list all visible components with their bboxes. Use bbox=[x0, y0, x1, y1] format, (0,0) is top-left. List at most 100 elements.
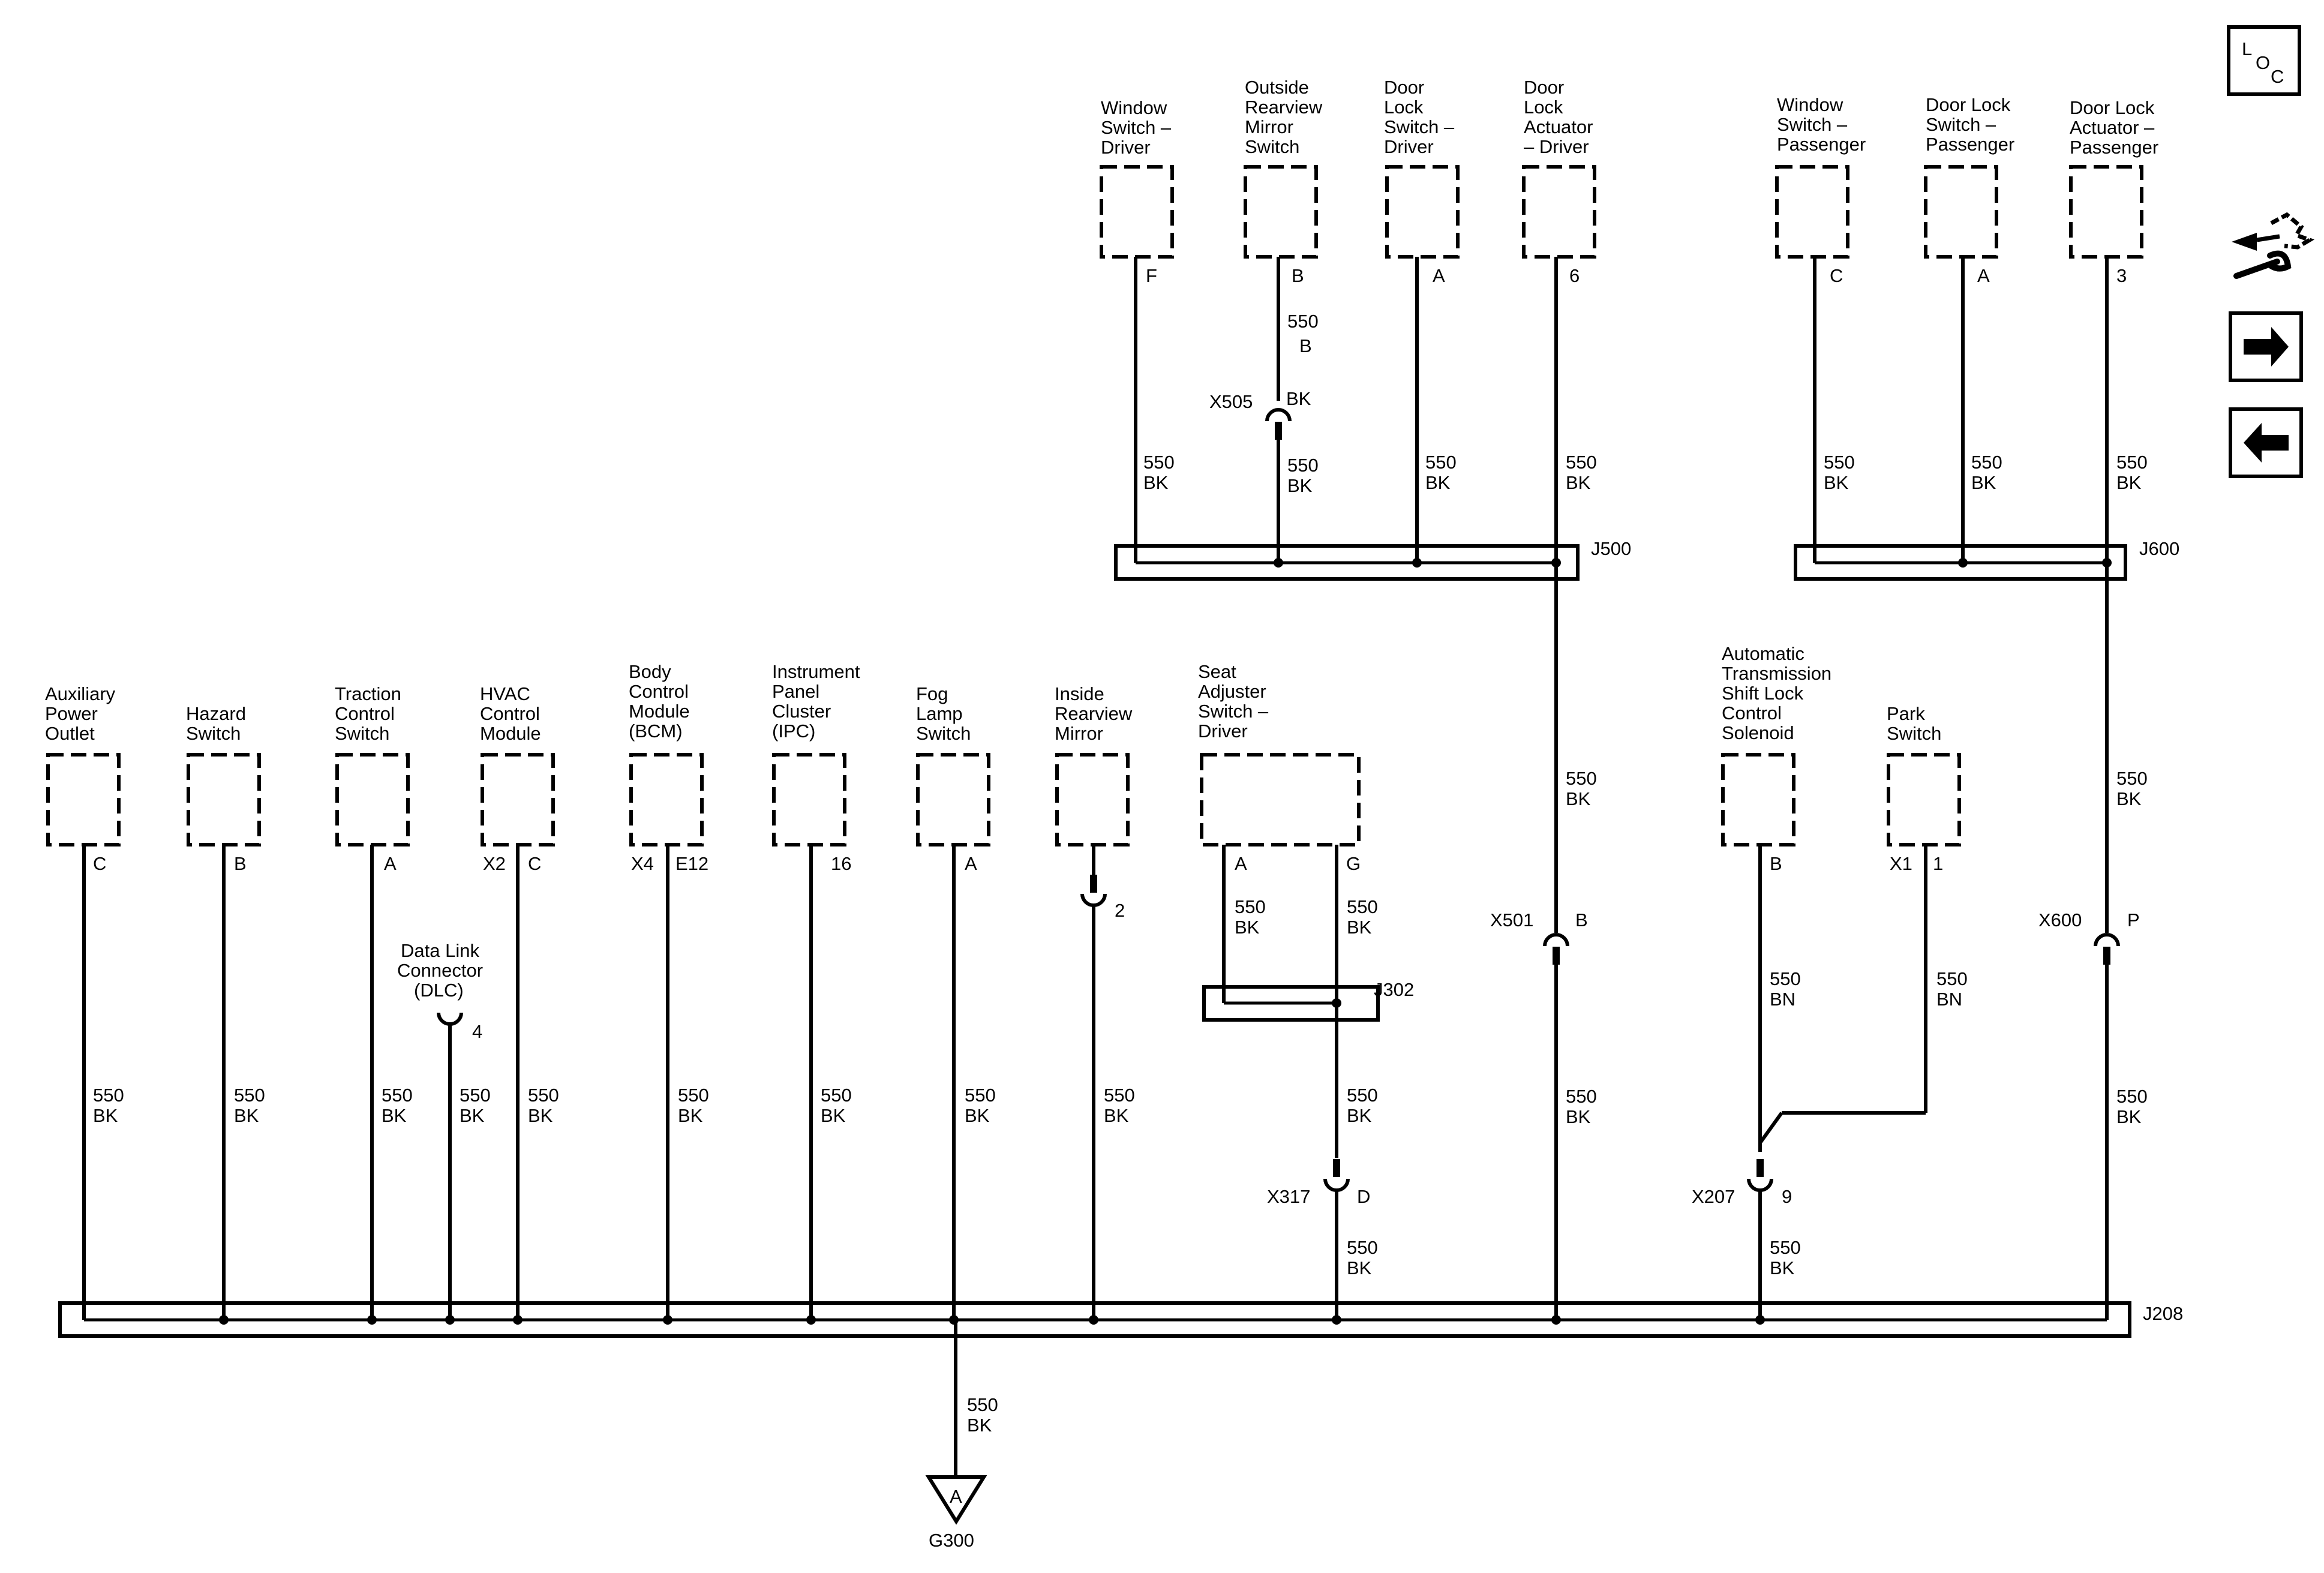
pin-label: B bbox=[1292, 265, 1304, 286]
svg-text:Switch –: Switch – bbox=[1198, 701, 1269, 722]
svg-text:X600: X600 bbox=[2038, 909, 2082, 930]
svg-text:BK: BK bbox=[2116, 472, 2142, 493]
svg-text:Panel: Panel bbox=[772, 681, 819, 702]
svg-text:Switch: Switch bbox=[186, 723, 241, 744]
component-body-control-module: Body Control Module (BCM) X4 E12 bbox=[629, 661, 708, 874]
svg-text:D: D bbox=[1357, 1186, 1370, 1207]
svg-text:Switch –: Switch – bbox=[1384, 116, 1455, 137]
svg-text:550: 550 bbox=[678, 1085, 709, 1106]
arrow-right-icon[interactable] bbox=[2229, 311, 2303, 382]
arrow-left-icon[interactable] bbox=[2229, 407, 2303, 478]
svg-text:Door: Door bbox=[1524, 77, 1564, 98]
svg-text:16: 16 bbox=[831, 853, 851, 874]
svg-text:BK: BK bbox=[460, 1105, 485, 1126]
svg-text:BK: BK bbox=[1425, 472, 1451, 493]
svg-text:A: A bbox=[1235, 853, 1247, 874]
pin-label: F bbox=[1146, 265, 1157, 286]
svg-text:550: 550 bbox=[528, 1085, 559, 1106]
svg-text:Inside: Inside bbox=[1055, 683, 1104, 704]
svg-text:BK: BK bbox=[1824, 472, 1849, 493]
component-hvac-control-module: HVAC Control Module X2 C bbox=[480, 683, 555, 874]
svg-text:P: P bbox=[2127, 909, 2140, 930]
svg-text:550: 550 bbox=[965, 1085, 996, 1106]
svg-text:BK: BK bbox=[967, 1415, 992, 1436]
svg-text:Data Link: Data Link bbox=[401, 940, 479, 961]
splice-j208: J208 bbox=[58, 1301, 2183, 1338]
svg-text:550: 550 bbox=[1770, 968, 1801, 989]
component-door-lock-actuator-driver: Door Lock Actuator – Driver 6 bbox=[1522, 77, 1596, 286]
svg-text:Control: Control bbox=[480, 703, 540, 724]
svg-text:Driver: Driver bbox=[1384, 136, 1434, 157]
svg-text:BK: BK bbox=[1104, 1105, 1129, 1126]
svg-text:BK: BK bbox=[1566, 788, 1591, 809]
svg-text:Outlet: Outlet bbox=[45, 723, 95, 744]
svg-text:J500: J500 bbox=[1591, 538, 1631, 559]
hand-wrench-icon[interactable] bbox=[2232, 212, 2315, 279]
svg-text:550: 550 bbox=[2116, 768, 2148, 789]
svg-text:Traction: Traction bbox=[335, 683, 401, 704]
svg-text:Lock: Lock bbox=[1384, 97, 1424, 118]
component-door-lock-actuator-passenger: Door Lock Actuator – Passenger 3 bbox=[2069, 97, 2158, 286]
svg-text:BK: BK bbox=[821, 1105, 846, 1126]
svg-text:Switch –: Switch – bbox=[1777, 114, 1848, 135]
svg-text:Switch –: Switch – bbox=[1101, 117, 1172, 138]
ground-g300: 550 BK A G300 bbox=[925, 1320, 998, 1551]
component-auxiliary-power-outlet: Auxiliary Power Outlet C bbox=[45, 683, 121, 874]
svg-text:Control: Control bbox=[335, 703, 395, 724]
svg-text:BK: BK bbox=[2116, 788, 2142, 809]
svg-text:Control: Control bbox=[1722, 703, 1782, 724]
splice-j600: J600 bbox=[1794, 538, 2179, 581]
svg-text:2: 2 bbox=[1115, 900, 1125, 921]
svg-text:G300: G300 bbox=[929, 1530, 974, 1551]
component-automatic-transmission-shift-lock-control-solenoid: Automatic Transmission Shift Lock Contro… bbox=[1721, 643, 1831, 874]
svg-text:BK: BK bbox=[2116, 1106, 2142, 1127]
bottom-wires bbox=[82, 845, 1927, 1320]
component-seat-adjuster-switch-driver: Seat Adjuster Switch – Driver A G bbox=[1198, 661, 1361, 874]
svg-text:Park: Park bbox=[1887, 703, 1925, 724]
svg-text:550: 550 bbox=[1287, 455, 1319, 476]
svg-text:BK: BK bbox=[678, 1105, 703, 1126]
svg-text:B: B bbox=[1299, 335, 1312, 356]
pin-label: A bbox=[1977, 265, 1990, 286]
svg-text:550: 550 bbox=[1971, 452, 2002, 473]
svg-text:Door: Door bbox=[1384, 77, 1424, 98]
svg-text:BN: BN bbox=[1936, 989, 1962, 1010]
svg-text:BK: BK bbox=[1347, 917, 1372, 938]
pin-label: A bbox=[1433, 265, 1445, 286]
svg-text:550: 550 bbox=[382, 1085, 413, 1106]
svg-text:Passenger: Passenger bbox=[2070, 137, 2158, 158]
svg-text:BK: BK bbox=[234, 1105, 259, 1126]
svg-text:Driver: Driver bbox=[1101, 137, 1151, 158]
bottom-wire-labels: 550 BK 550 BK 550 BK 550 BK 550 BK 550 B… bbox=[93, 896, 1968, 1278]
component-window-switch-passenger: Window Switch – Passenger C bbox=[1775, 94, 1866, 286]
svg-text:550: 550 bbox=[93, 1085, 124, 1106]
svg-text:550: 550 bbox=[234, 1085, 265, 1106]
svg-text:550: 550 bbox=[1566, 452, 1597, 473]
svg-text:550: 550 bbox=[1287, 311, 1319, 332]
svg-text:BK: BK bbox=[528, 1105, 553, 1126]
svg-text:J302: J302 bbox=[1374, 979, 1414, 1000]
svg-text:B: B bbox=[1770, 853, 1782, 874]
svg-text:550: 550 bbox=[460, 1085, 491, 1106]
svg-text:Shift Lock: Shift Lock bbox=[1722, 683, 1804, 704]
trunk-driver-door: 550 BK X501 B 550 BK bbox=[1490, 563, 1597, 1320]
top-wires bbox=[1134, 257, 2109, 563]
top-wire-labels: 550 BK 550 B 550 BK 550 BK 550 BK 550 BK… bbox=[1143, 311, 2148, 496]
svg-text:Driver: Driver bbox=[1198, 721, 1248, 742]
svg-text:Rearview: Rearview bbox=[1055, 703, 1133, 724]
svg-text:BK: BK bbox=[1235, 917, 1260, 938]
svg-text:J600: J600 bbox=[2139, 538, 2179, 559]
splice-j302: J302 bbox=[1202, 979, 1414, 1022]
svg-text:550: 550 bbox=[1235, 896, 1266, 917]
svg-text:(DLC): (DLC) bbox=[414, 980, 464, 1001]
svg-text:1: 1 bbox=[1933, 853, 1943, 874]
component-hazard-switch: Hazard Switch B bbox=[186, 703, 261, 874]
svg-text:BK: BK bbox=[93, 1105, 118, 1126]
pin-label: 3 bbox=[2116, 265, 2127, 286]
loc-icon[interactable]: L O C bbox=[2227, 25, 2301, 96]
svg-text:Window: Window bbox=[1101, 97, 1167, 118]
svg-text:Mirror: Mirror bbox=[1245, 116, 1293, 137]
svg-text:Passenger: Passenger bbox=[1926, 134, 2014, 155]
svg-text:Adjuster: Adjuster bbox=[1198, 681, 1266, 702]
